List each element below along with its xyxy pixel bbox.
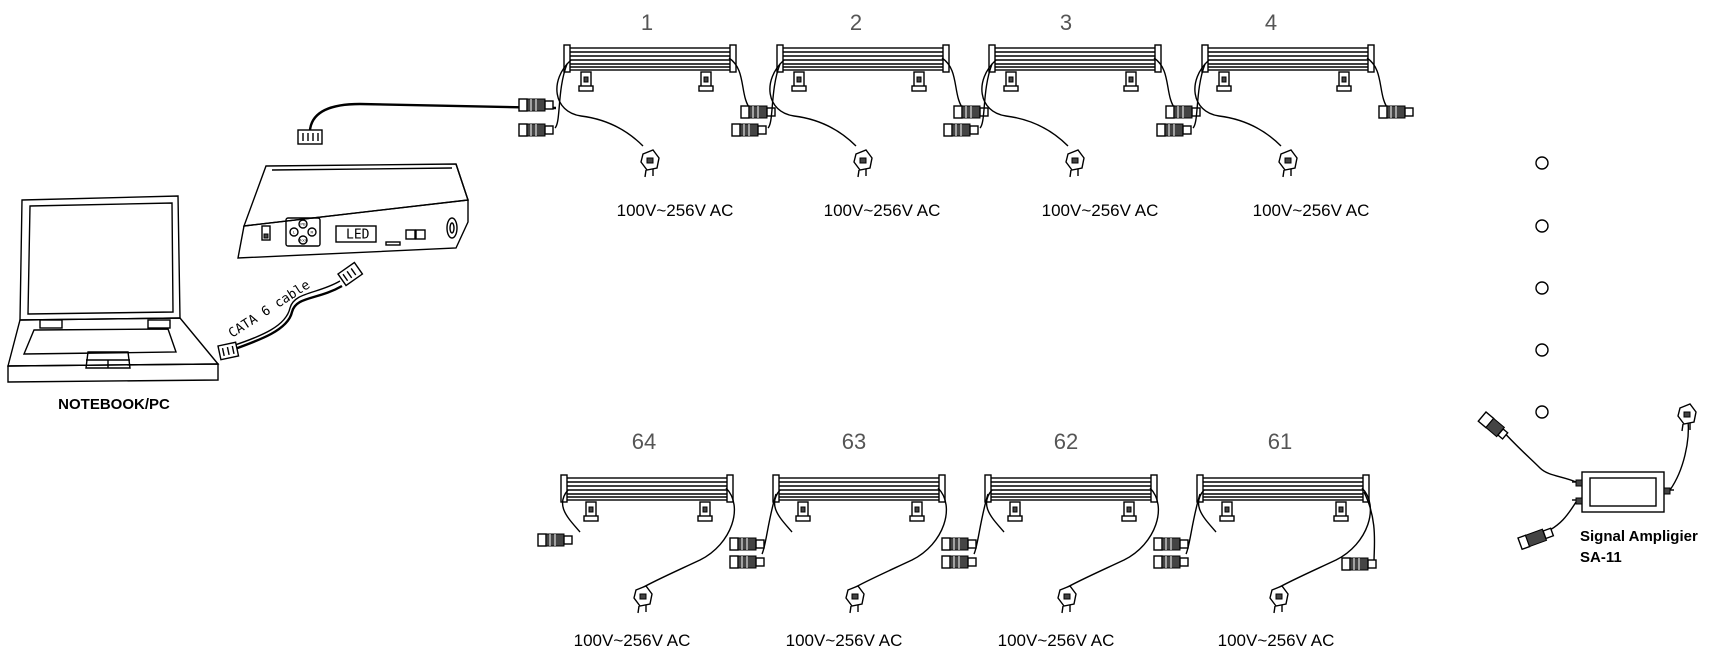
fixture-voltage: 100V~256V AC: [1218, 631, 1335, 650]
fixture-voltage: 100V~256V AC: [786, 631, 903, 650]
cata6-cable: CATA 6 cable: [217, 261, 364, 361]
fixture-voltage: 100V~256V AC: [574, 631, 691, 650]
controller-buttons: PB L R Mode: [293, 222, 314, 243]
fixture-voltage: 100V~256V AC: [1042, 201, 1159, 220]
fixture-number: 61: [1268, 429, 1292, 454]
fixture-voltage: 100V~256V AC: [824, 201, 941, 220]
fixture-64: 64 100V~256V AC: [537, 429, 735, 650]
fixture-number: 63: [842, 429, 866, 454]
fixture-number: 4: [1265, 10, 1277, 35]
fixture-3: 3 100V~256V AC: [943, 10, 1201, 220]
fixture-62: 62 100V~256V AC: [941, 429, 1159, 650]
controller-display-label: LED: [346, 228, 370, 243]
fixture-number: 62: [1054, 429, 1078, 454]
notebook-pc: NOTEBOOK/PC: [7, 195, 220, 413]
controller-button-l: L: [293, 230, 296, 235]
fixture-number: 1: [641, 10, 653, 35]
amplifier-model: SA-11: [1580, 549, 1622, 566]
fixture-voltage: 100V~256V AC: [617, 201, 734, 220]
fixture-61: 61 100V~256V AC: [1153, 429, 1377, 650]
controller-button-mode: Mode: [298, 238, 309, 243]
amplifier-name: Signal Ampligier: [1580, 528, 1698, 545]
controller-button-pb: PB: [300, 222, 306, 227]
controller-output-cable: [297, 102, 557, 145]
signal-amplifier: Signal Ampligier SA-11: [1477, 403, 1698, 566]
fixture-number: 64: [632, 429, 656, 454]
cata6-cable-label: CATA 6 cable: [226, 278, 313, 342]
fixture-2: 2 100V~256V AC: [731, 10, 989, 220]
fixture-voltage: 100V~256V AC: [998, 631, 1115, 650]
led-controller: PB L R Mode LED: [237, 163, 469, 259]
fixture-voltage: 100V~256V AC: [1253, 201, 1370, 220]
fixture-1: 1 100V~256V AC: [518, 10, 776, 220]
notebook-pc-label: NOTEBOOK/PC: [58, 396, 170, 413]
fixture-63: 63 100V~256V AC: [729, 429, 947, 650]
fixture-4: 4 100V~256V AC: [1156, 10, 1414, 220]
fixture-number: 2: [850, 10, 862, 35]
continuation-dots: [1535, 156, 1549, 419]
controller-button-r: R: [311, 230, 314, 235]
fixture-number: 3: [1060, 10, 1072, 35]
